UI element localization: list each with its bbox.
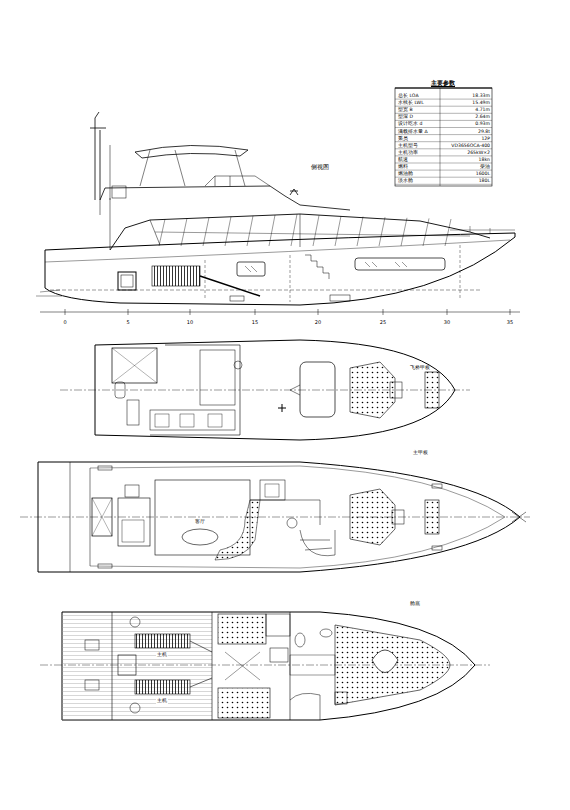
table-cell: 淡水舱 (398, 178, 413, 183)
table-cell: 乘员 (398, 136, 408, 141)
view-title: 飞桥甲板 (410, 365, 430, 371)
station-number: 15 (252, 320, 258, 326)
table-cell: 水线长 LWL (398, 100, 424, 105)
station-number: 20 (315, 320, 321, 326)
table-cell: 18kn (479, 157, 490, 162)
table-cell: 0.93m (475, 121, 490, 126)
table-cell: 柴油 (480, 164, 490, 169)
table-cell: 型深 D (398, 114, 413, 119)
table-cell: 265kW×2 (467, 150, 490, 155)
table-cell: 15.49m (472, 100, 490, 105)
station-number: 25 (380, 320, 386, 326)
table-cell: 180L (479, 178, 490, 183)
table-cell: 2.64m (475, 114, 490, 119)
station-number: 30 (444, 320, 450, 326)
room-label: 客厅 (194, 519, 206, 525)
view-title: 侧视图 (311, 164, 329, 170)
table-cell: VD3656OCA-400 (451, 143, 490, 148)
table-cell: 型宽 B (398, 107, 413, 112)
station-number: 5 (126, 320, 129, 326)
station-number: 0 (63, 320, 66, 326)
table-title: 主要参数 (431, 80, 455, 86)
table-cell: 总长 LOA (398, 93, 419, 98)
table-cell: 1600L (476, 171, 490, 176)
table-cell: 燃油舱 (398, 171, 413, 176)
table-cell: 主机型号 (398, 143, 418, 148)
table-cell: 满载排水量 Δ (398, 129, 428, 134)
view-title: 主甲板 (413, 450, 428, 456)
table-cell: 4.71m (475, 107, 490, 112)
station-number: 35 (506, 320, 514, 326)
table-cell: 29.8t (478, 129, 490, 134)
table-cell: 燃料 (398, 164, 408, 169)
room-label: 主机 (156, 652, 168, 658)
table-cell: 航速 (398, 157, 408, 162)
table-cell: 设计吃水 d (398, 121, 422, 126)
table-cell: 18.33m (472, 93, 490, 98)
table-cell: 主机功率 (398, 150, 418, 155)
station-number: 10 (187, 320, 193, 326)
view-title: 舱底 (410, 601, 420, 607)
table-cell: 12P (481, 136, 490, 141)
room-label: 主机 (156, 698, 168, 704)
